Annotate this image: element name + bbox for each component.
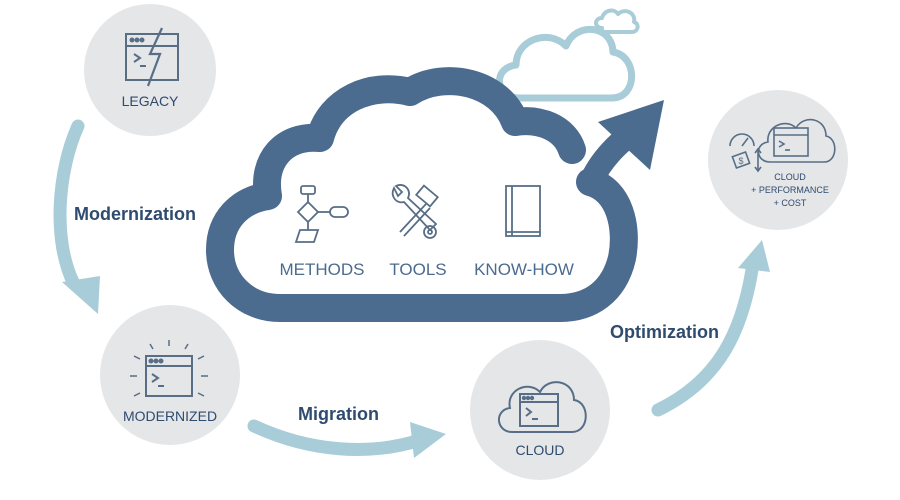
optimization-arrowhead [738, 240, 770, 272]
flowchart-icon [294, 185, 349, 243]
tiny-cloud-outline [594, 8, 640, 34]
cloud-label: CLOUD [515, 442, 564, 458]
optimized-label-line2: + PERFORMANCE [751, 185, 829, 195]
methods-label: METHODS [280, 260, 365, 279]
svg-text:$: $ [738, 156, 743, 166]
broken-terminal-window-icon [125, 27, 179, 87]
book-icon [505, 185, 541, 237]
migration-arrowhead [410, 422, 446, 458]
optimization-step-label: Optimization [610, 322, 719, 342]
modernization-step-label: Modernization [74, 204, 196, 224]
small-cloud-outline [496, 26, 636, 102]
tools-label: TOOLS [389, 260, 446, 279]
modernization-arrowhead [62, 276, 100, 314]
migration-arrow [247, 419, 427, 456]
optimized-circle [708, 90, 848, 230]
migration-step-label: Migration [298, 404, 379, 424]
legacy-circle [84, 4, 216, 136]
optimization-arrow [651, 263, 759, 417]
modernized-circle [100, 305, 240, 445]
central-cloud-outline [206, 67, 638, 322]
wrench-hammer-gear-icon [391, 184, 440, 239]
cloud-terminal-gauge-dollar-icon: $ [729, 118, 836, 173]
knowhow-label: KNOW-HOW [474, 260, 574, 279]
optimized-label-line3: + COST [774, 198, 807, 208]
optimized-label-line1: CLOUD [774, 172, 806, 182]
modernized-label: MODERNIZED [123, 408, 217, 424]
cloud-terminal-window-icon [498, 381, 587, 433]
modernization-arrow [53, 119, 85, 291]
legacy-label: LEGACY [122, 93, 179, 109]
glowing-terminal-window-icon [130, 340, 208, 397]
growth-arrow-head [598, 100, 664, 170]
